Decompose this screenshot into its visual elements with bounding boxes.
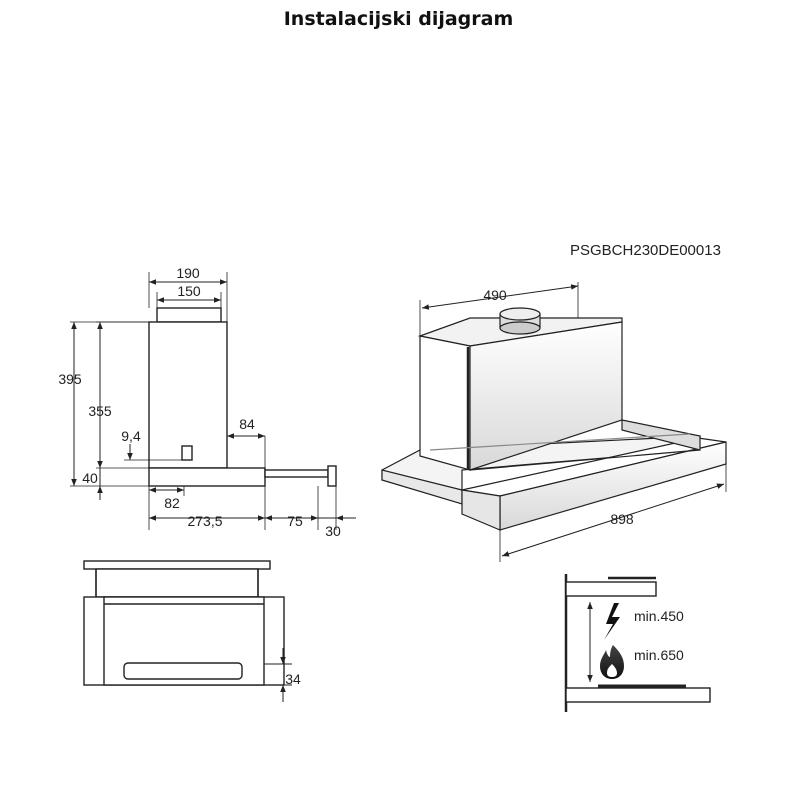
dim-handle: 30 bbox=[325, 523, 341, 539]
front-handle bbox=[327, 465, 337, 487]
clearance-gas: min.650 bbox=[634, 647, 684, 663]
model-code: PSGBCH230DE00013 bbox=[570, 242, 721, 259]
dim-width-duct: 150 bbox=[177, 283, 201, 299]
dim-depth: 273,5 bbox=[187, 513, 222, 529]
dim-width-total: 898 bbox=[610, 511, 634, 527]
dim-bottom-offset: 82 bbox=[164, 495, 180, 511]
dim-height-body: 355 bbox=[88, 403, 112, 419]
side-view bbox=[70, 272, 356, 530]
dim-width-top: 190 bbox=[176, 265, 200, 281]
dim-extension: 75 bbox=[287, 513, 303, 529]
dim-height-total: 395 bbox=[58, 371, 82, 387]
clearance-view bbox=[564, 574, 711, 712]
hood-body bbox=[148, 321, 228, 469]
clearance-electric: min.450 bbox=[634, 608, 684, 624]
electric-icon bbox=[604, 603, 620, 640]
dim-front-offset: 84 bbox=[239, 416, 255, 432]
page-title: Instalacijski dijagram bbox=[283, 8, 514, 30]
dim-width-body: 490 bbox=[483, 287, 507, 303]
hood-visor bbox=[148, 467, 266, 487]
front-view bbox=[83, 560, 285, 686]
flame-icon bbox=[600, 645, 624, 679]
dim-bottom-height: 34 bbox=[285, 671, 301, 687]
dim-offset-small: 9,4 bbox=[121, 428, 141, 444]
mounting-bracket bbox=[181, 445, 193, 461]
duct-collar bbox=[156, 307, 222, 323]
extension-rail bbox=[264, 469, 329, 478]
dim-visor-height: 40 bbox=[82, 470, 98, 486]
perspective-view bbox=[381, 307, 727, 531]
